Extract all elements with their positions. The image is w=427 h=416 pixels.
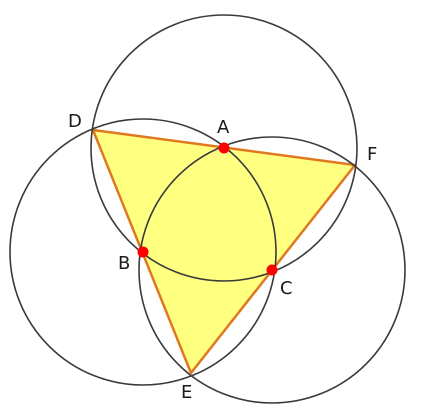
triangle-def (91, 128, 357, 375)
point-a (218, 142, 230, 154)
label-e: E (181, 382, 192, 403)
label-b: B (118, 253, 130, 274)
label-a: A (217, 117, 230, 138)
label-d: D (68, 111, 82, 132)
point-c (266, 264, 278, 276)
label-f: F (367, 144, 377, 165)
circle-left (9, 118, 277, 386)
point-b (137, 246, 149, 258)
circle-right (138, 136, 406, 404)
label-c: C (280, 278, 293, 299)
circle-top (90, 14, 358, 282)
